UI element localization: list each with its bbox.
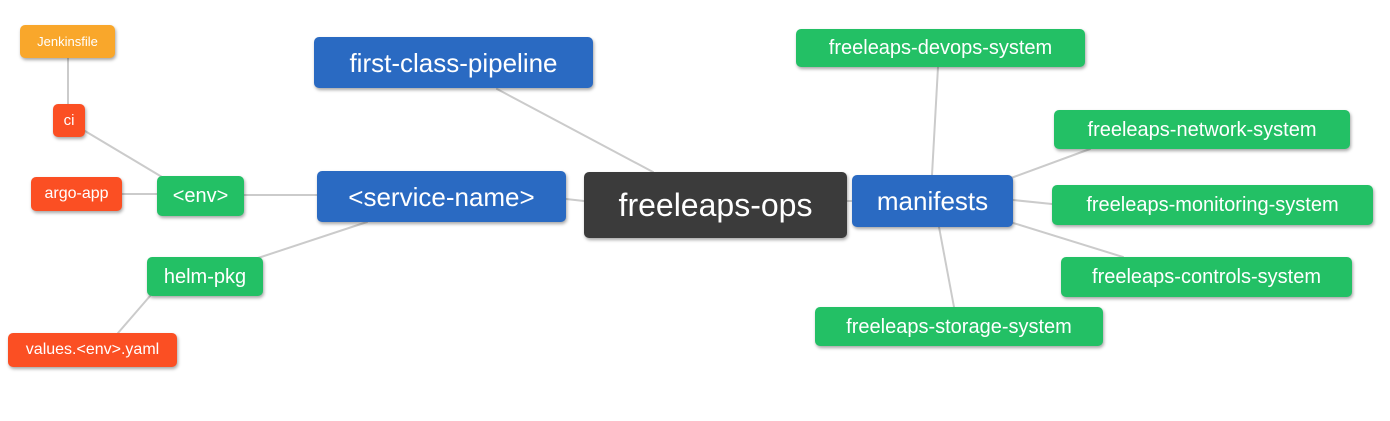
node-ci[interactable]: ci	[53, 104, 85, 137]
edge-manifests-controls-system	[1009, 221, 1124, 258]
node-helm-pkg[interactable]: helm-pkg	[147, 257, 263, 296]
node-freeleaps-ops[interactable]: freeleaps-ops	[584, 172, 847, 238]
node-network-system[interactable]: freeleaps-network-system	[1054, 110, 1350, 149]
node-manifests[interactable]: manifests	[852, 175, 1013, 227]
edge-manifests-monitoring-system	[1012, 199, 1053, 205]
node-devops-system[interactable]: freeleaps-devops-system	[796, 29, 1085, 67]
edge-values-env-yaml-helm-pkg	[117, 295, 151, 334]
edge-manifests-devops-system	[931, 66, 939, 176]
edge-first-class-pipeline-freeleaps-ops	[496, 88, 654, 173]
node-values-env-yaml[interactable]: values.<env>.yaml	[8, 333, 177, 367]
node-env[interactable]: <env>	[157, 176, 244, 216]
node-argo-app[interactable]: argo-app	[31, 177, 122, 211]
edge-manifests-network-system	[1010, 148, 1091, 179]
edge-manifests-storage-system	[938, 226, 955, 308]
node-storage-system[interactable]: freeleaps-storage-system	[815, 307, 1103, 346]
node-monitoring-system[interactable]: freeleaps-monitoring-system	[1052, 185, 1373, 225]
edge-service-name-freeleaps-ops	[565, 198, 585, 202]
node-first-class-pipeline[interactable]: first-class-pipeline	[314, 37, 593, 88]
edge-ci-env	[84, 130, 163, 178]
node-controls-system[interactable]: freeleaps-controls-system	[1061, 257, 1352, 297]
node-jenkinsfile[interactable]: Jenkinsfile	[20, 25, 115, 58]
edge-helm-pkg-service-name	[257, 221, 368, 259]
node-service-name[interactable]: <service-name>	[317, 171, 566, 222]
